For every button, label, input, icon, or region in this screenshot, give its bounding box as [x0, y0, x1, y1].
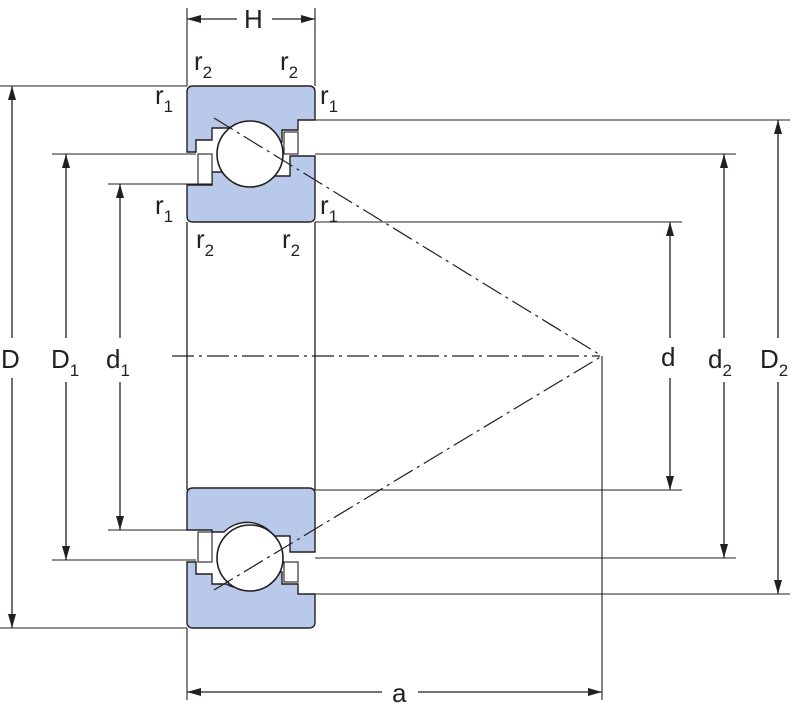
ball-top — [216, 120, 284, 188]
cage-right-bottom — [283, 561, 299, 583]
bottom-section — [186, 487, 316, 629]
dimension-d2 — [720, 154, 728, 558]
dimension-H — [187, 15, 315, 23]
dimension-D — [8, 86, 16, 628]
contact-line-top — [213, 117, 603, 357]
label-r1-mid-left: r1 — [155, 190, 173, 226]
label-r1-top-left: r1 — [155, 80, 173, 116]
label-a: a — [392, 678, 407, 708]
label-r2-top-right: r2 — [280, 46, 298, 82]
label-d1: d1 — [106, 344, 130, 380]
label-d: d — [661, 342, 675, 372]
dimension-D2 — [774, 120, 782, 594]
label-r1-mid-right: r1 — [320, 190, 338, 226]
ball-bottom — [216, 524, 284, 592]
label-D: D — [1, 344, 20, 374]
label-r2-top-left: r2 — [194, 46, 212, 82]
contact-line-bottom — [213, 355, 603, 591]
cage-left-bottom — [197, 531, 213, 563]
label-r2-mid-right: r2 — [282, 224, 300, 260]
cage-left-top — [197, 153, 213, 185]
extension-lines — [0, 8, 790, 700]
top-section — [186, 85, 316, 223]
dimension-d1 — [116, 184, 124, 530]
label-r1-top-right: r1 — [320, 80, 338, 116]
label-D1: D1 — [51, 344, 79, 380]
cage-right-top — [283, 131, 299, 155]
dimension-D1 — [62, 154, 70, 560]
inner-ring-bottom — [186, 487, 316, 553]
dimension-a — [187, 688, 602, 696]
label-D2: D2 — [760, 344, 788, 380]
dimension-d — [666, 222, 674, 490]
label-d2: d2 — [708, 344, 732, 380]
label-H: H — [244, 4, 263, 34]
label-r2-mid-left: r2 — [196, 224, 214, 260]
